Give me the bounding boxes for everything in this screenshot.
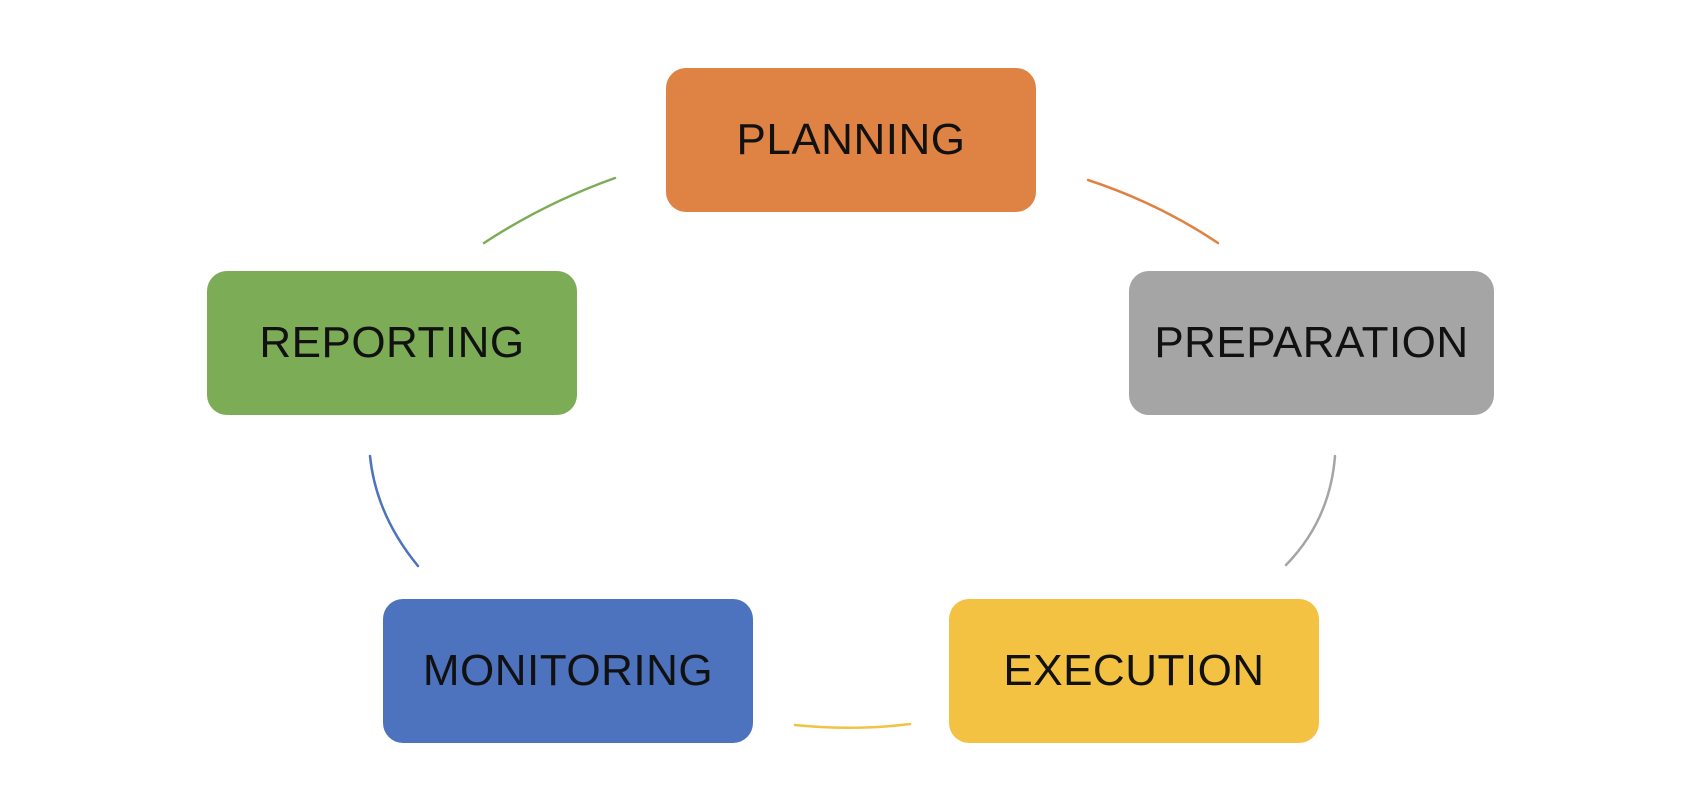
stage-reporting-label: REPORTING: [259, 318, 525, 367]
stage-execution-label: EXECUTION: [1003, 646, 1265, 695]
stage-monitoring-label: MONITORING: [422, 646, 714, 695]
connector-preparation-to-execution: [1284, 454, 1337, 567]
stage-preparation: PREPARATION: [1129, 271, 1494, 415]
connector-reporting-to-planning: [482, 176, 617, 245]
stage-planning-label: PLANNING: [736, 115, 966, 164]
stage-preparation-label: PREPARATION: [1154, 318, 1469, 367]
stage-monitoring: MONITORING: [383, 599, 753, 743]
stage-reporting: REPORTING: [207, 271, 577, 415]
stage-planning: PLANNING: [666, 68, 1036, 212]
connector-planning-to-preparation: [1086, 178, 1220, 245]
stage-execution: EXECUTION: [949, 599, 1319, 743]
connector-monitoring-to-reporting: [368, 454, 420, 568]
connector-execution-to-monitoring: [793, 722, 912, 730]
